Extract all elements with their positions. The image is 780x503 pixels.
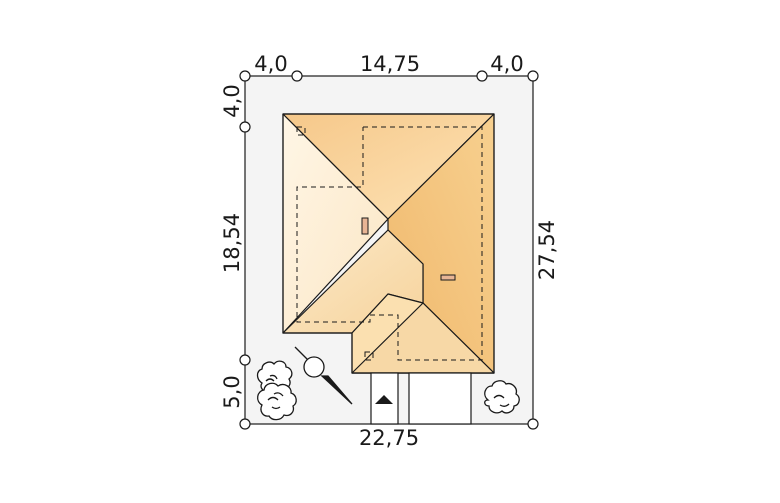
- chimney-right: [440, 274, 456, 281]
- dim-bottom-cut: 14,45: [359, 451, 419, 475]
- north-arrow-icon: [294, 346, 353, 405]
- dim-left-middle: 18,54: [220, 213, 244, 273]
- tree-icon: [257, 382, 297, 421]
- tree-icon: [484, 380, 520, 414]
- dim-top-right: 4,0: [490, 52, 523, 76]
- dim-bottom-total: 22,75: [359, 426, 419, 450]
- house-roof: [282, 113, 495, 374]
- dim-top-left: 4,0: [254, 52, 287, 76]
- dim-top-middle: 14,75: [360, 52, 420, 76]
- wall-dashed-lines: [296, 126, 483, 361]
- dimension-markers: [239, 70, 539, 430]
- entrance-arrow-icon: [375, 395, 393, 404]
- dim-right-total: 27,54: [535, 220, 559, 280]
- dim-left-top: 4,0: [220, 84, 244, 117]
- roof-outline: [282, 113, 495, 374]
- dim-left-bottom: 5,0: [220, 375, 244, 408]
- chimney-left: [361, 217, 369, 235]
